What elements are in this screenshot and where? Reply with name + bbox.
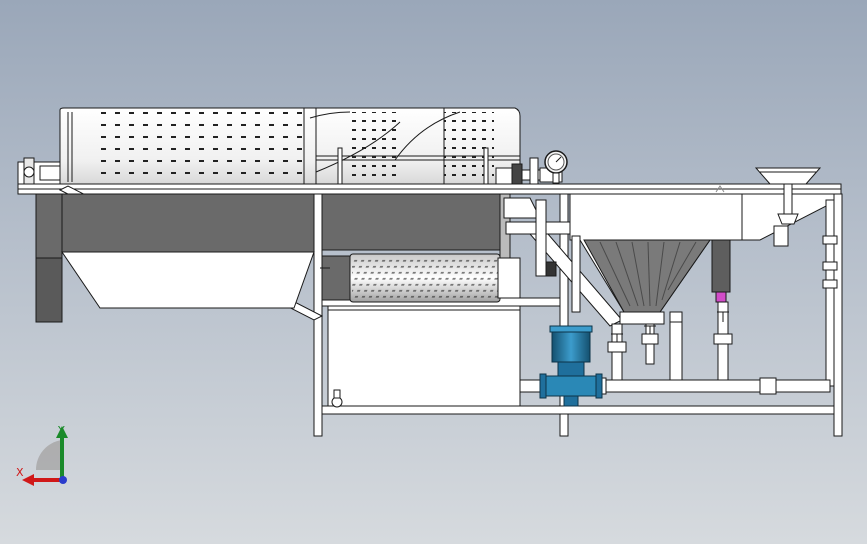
feed-hopper[interactable] — [754, 167, 822, 185]
drum-drive-bearing[interactable] — [17, 157, 61, 187]
sludge-trough[interactable] — [35, 193, 511, 323]
valve-4-icon[interactable] — [669, 311, 683, 323]
drum-perforation-section-2 — [346, 112, 398, 182]
hopper-downpipe[interactable] — [773, 183, 799, 247]
level-indicator-pink — [715, 291, 727, 303]
coordinate-triad-icon — [22, 426, 68, 486]
pressure-gauge-icon[interactable] — [544, 150, 568, 184]
valve-2-icon[interactable] — [641, 325, 659, 345]
y-axis-label: Y — [58, 424, 65, 437]
centrifugal-pump[interactable] — [539, 325, 603, 407]
clean-water-tank[interactable] — [327, 305, 521, 408]
x-axis-label: X — [16, 466, 24, 479]
settling-cone-tank[interactable] — [569, 185, 835, 325]
drum-perforation-section-1 — [92, 112, 304, 182]
valve-1-icon[interactable] — [607, 333, 627, 353]
roller-dewaterer[interactable] — [320, 253, 521, 303]
rotary-drum-screen[interactable] — [59, 107, 521, 185]
valve-3-icon[interactable] — [713, 311, 733, 345]
